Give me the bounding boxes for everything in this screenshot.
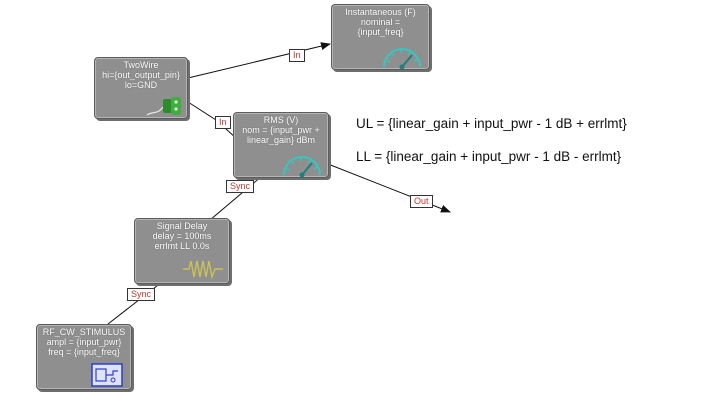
block-line: lo=GND [124, 80, 158, 90]
gauge-icon [383, 48, 421, 69]
connector-icon [146, 97, 181, 116]
block-title: RF_CW_STIMULUS [42, 327, 126, 337]
block-title: RMS (V) [263, 115, 299, 125]
in-port-instantaneous[interactable]: In [289, 49, 305, 62]
sync-port-rms[interactable]: Sync [226, 180, 255, 193]
sync-port-delay[interactable]: Sync [127, 288, 156, 301]
rms-block[interactable]: RMS (V) nom = {input_pwr + linear_gain} … [233, 112, 329, 178]
twowire-block[interactable]: TwoWire hi={out_output_pin} lo=GND [94, 57, 188, 119]
block-line: nom = {input_pwr + [242, 125, 320, 135]
block-title: TwoWire [123, 60, 159, 70]
block-line: freq = {input_freq} [48, 347, 120, 357]
block-line: hi={out_output_pin} [102, 70, 180, 80]
block-line: ampl = {input_pwr} [46, 337, 122, 347]
signal-delay-block[interactable]: Signal Delay delay = 100ms errlmt LL 0.0… [134, 218, 230, 284]
block-line: {input_freq} [357, 27, 404, 37]
gauge-icon [283, 156, 321, 177]
waveform-icon [183, 260, 223, 280]
wire-twowire-to-instantaneous [187, 42, 331, 79]
lower-limit-equation: LL = {linear_gain + input_pwr - 1 dB - e… [356, 149, 622, 164]
instantaneous-block[interactable]: Instantaneous (F) nominal = {input_freq} [331, 4, 430, 70]
rf-source-icon [91, 363, 123, 387]
block-title: Instantaneous (F) [345, 7, 416, 17]
rf-cw-stimulus-block[interactable]: RF_CW_STIMULUS ampl = {input_pwr} freq =… [36, 324, 132, 390]
upper-limit-equation: UL = {linear_gain + input_pwr - 1 dB + e… [356, 116, 627, 131]
block-line: delay = 100ms [152, 231, 212, 241]
block-line: linear_gain} dBm [246, 135, 316, 145]
block-line: errlmt LL 0.0s [154, 241, 210, 251]
block-title: Signal Delay [156, 221, 208, 231]
out-port[interactable]: Out [410, 195, 433, 208]
in-port-rms[interactable]: In [215, 116, 231, 129]
block-line: nominal = [360, 17, 401, 27]
